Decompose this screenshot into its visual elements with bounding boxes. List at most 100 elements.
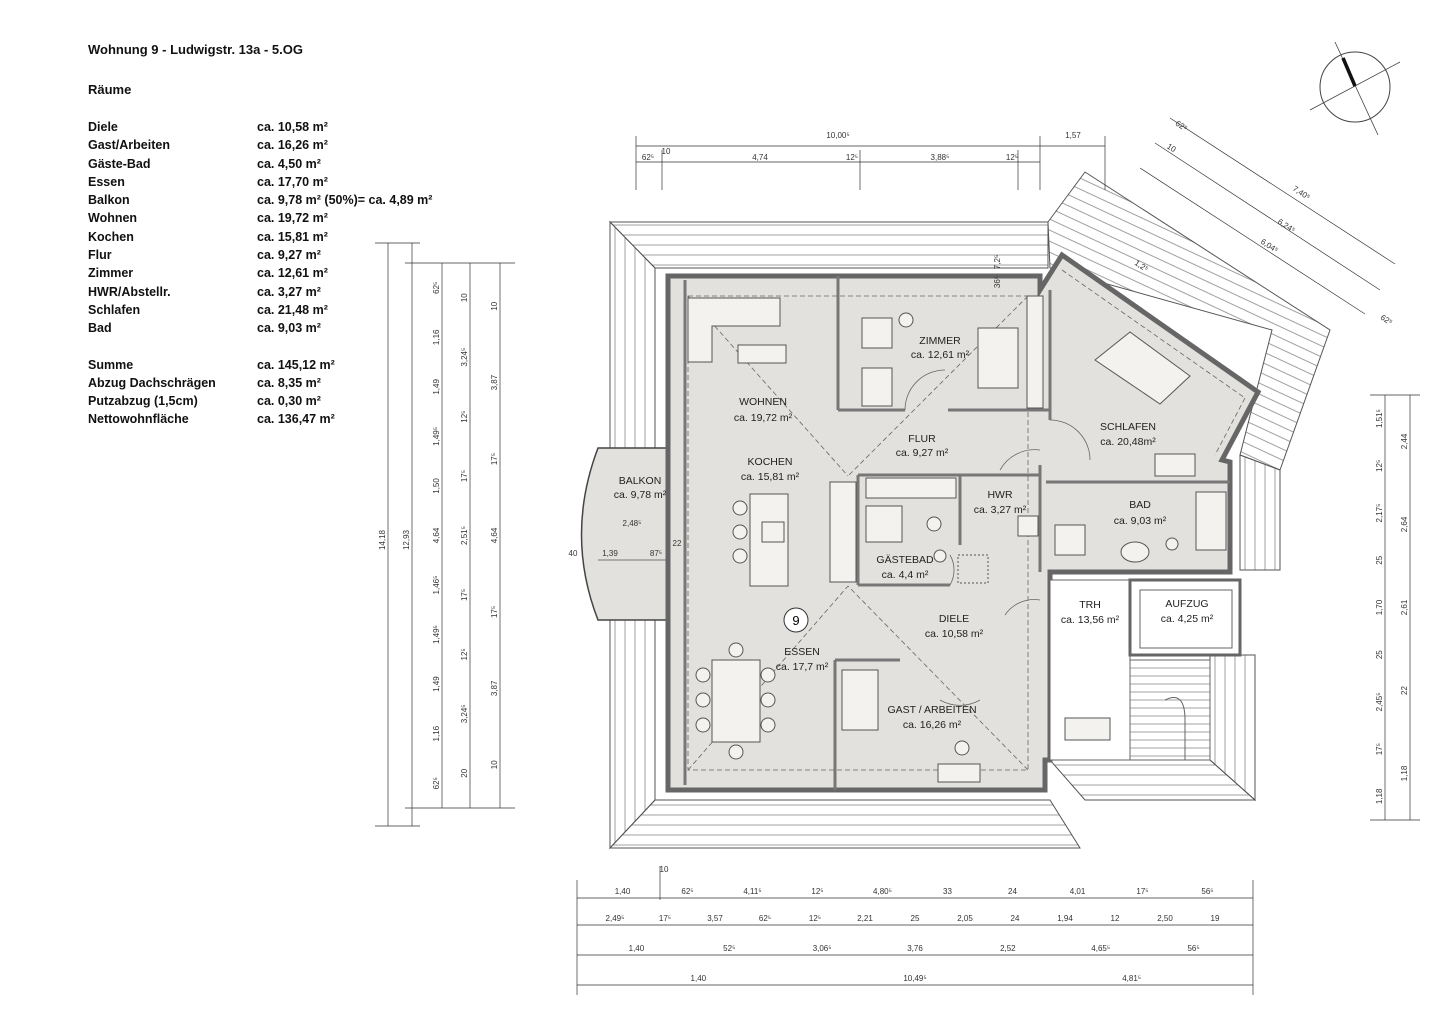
balcony <box>580 447 681 621</box>
dimension-value: 1,49⁵ <box>432 427 441 446</box>
roof-eaves <box>608 171 1331 850</box>
dimension-value: 1,50 <box>432 478 441 494</box>
dimension-value: 1,70 <box>1375 599 1384 615</box>
svg-text:62⁵: 62⁵ <box>642 153 654 162</box>
dimension-value: 1,49⁵ <box>432 625 441 644</box>
dimension-value: 12⁵ <box>811 887 823 896</box>
dimension-value: 10 <box>490 760 499 769</box>
dimension-value: 62⁵ <box>432 777 441 789</box>
label-bad: BAD <box>1129 499 1151 511</box>
label-balkon-area: ca. 9,78 m² <box>614 489 667 501</box>
dimension-value: 10 <box>490 301 499 310</box>
label-gast: GAST / ARBEITEN <box>887 704 976 716</box>
dimension-value: 10,49⁵ <box>903 974 926 983</box>
label-trh-area: ca. 13,56 m² <box>1061 614 1120 626</box>
dimension-value: 1,40 <box>629 944 645 953</box>
summary-area: ca. 136,47 m² <box>257 412 335 427</box>
dimension-value: 1,40 <box>615 887 631 896</box>
room-area: ca. 3,27 m² <box>257 284 321 299</box>
room-area: ca. 15,81 m² <box>257 229 328 244</box>
dimension-value: 1,46⁵ <box>432 576 441 595</box>
dimension-value: 3,24⁵ <box>460 348 469 367</box>
label-flur: FLUR <box>908 433 936 445</box>
furniture <box>687 295 1227 783</box>
dimension-chain-diagonal <box>1139 117 1396 315</box>
north-arrow <box>1309 41 1401 136</box>
room-name: Diele <box>88 120 118 134</box>
dimension-value: 1,51⁵ <box>1375 409 1384 428</box>
dimension-text-top: 10,00⁵ 1,57 62⁵ 10 4,74 12⁵ 3,88⁵ 12⁵ <box>642 131 1081 162</box>
summary-name: Nettowohnfläche <box>88 412 189 427</box>
summary-name: Summe <box>88 357 134 372</box>
dimension-value: 1,94 <box>1057 914 1073 923</box>
dimension-value: 17⁵ <box>1375 743 1384 755</box>
label-balkon: BALKON <box>619 475 662 487</box>
dimension-value: 56⁵ <box>1187 944 1199 953</box>
dimension-value: 2,61 <box>1400 599 1409 615</box>
dimension-value: 12⁵ <box>460 411 469 423</box>
dimension-value: 62⁵ <box>759 914 771 923</box>
room-area: ca. 21,48 m² <box>257 302 328 317</box>
svg-text:36⁵: 36⁵ <box>993 276 1002 288</box>
svg-text:62⁵: 62⁵ <box>1174 119 1189 133</box>
dimension-value: 1,49 <box>432 379 441 395</box>
svg-text:6,24⁵: 6,24⁵ <box>1276 217 1297 235</box>
svg-text:62⁵: 62⁵ <box>1379 313 1394 327</box>
dimension-value: 12 <box>1111 914 1120 923</box>
dimension-value: 2,50 <box>1157 914 1173 923</box>
sheet-title: Wohnung 9 - Ludwigstr. 13a - 5.OG <box>88 42 303 57</box>
dimension-value: 1,16 <box>432 329 441 345</box>
dimension-chain-bottom <box>576 866 1254 995</box>
label-aufzug-area: ca. 4,25 m² <box>1161 613 1214 625</box>
dimension-value: 62⁵ <box>432 282 441 294</box>
dimension-value: 3,24⁵ <box>460 704 469 723</box>
dimension-value: 4,80⁵ <box>873 887 892 896</box>
svg-text:10: 10 <box>662 147 671 156</box>
dimension-value: 2,21 <box>857 914 873 923</box>
dimension-value: 3,06⁵ <box>813 944 832 953</box>
room-area: ca. 12,61 m² <box>257 266 328 281</box>
summary-row: Putzabzug (1,5cm)ca. 0,30 m² <box>88 392 508 410</box>
dimension-text-right: 1,51⁵12⁵2,17⁵251,70252,45⁵17⁵1,182,442,6… <box>1375 409 1409 804</box>
label-kochen-area: ca. 15,81 m² <box>741 471 800 483</box>
svg-text:7,2⁵: 7,2⁵ <box>993 255 1002 269</box>
room-name: Zimmer <box>88 266 134 281</box>
label-essen: ESSEN <box>784 646 820 658</box>
svg-text:1,57: 1,57 <box>1065 131 1081 140</box>
room-area: ca. 17,70 m² <box>257 174 328 189</box>
svg-text:4,74: 4,74 <box>752 153 768 162</box>
balcony-dimensions: 2,48⁵ 40 1,39 87⁵ 22 <box>569 519 682 558</box>
apartment-number-badge: 9 <box>783 607 809 633</box>
door-swings <box>904 369 1091 706</box>
dimension-value: 17⁵ <box>460 470 469 482</box>
label-bad-area: ca. 9,03 m² <box>1114 515 1167 527</box>
summary-area: ca. 0,30 m² <box>257 394 321 409</box>
dimension-value: 3,57 <box>707 914 723 923</box>
label-zimmer: ZIMMER <box>919 335 961 347</box>
svg-text:2,48⁵: 2,48⁵ <box>623 519 642 528</box>
dimension-value: 56⁵ <box>1201 887 1213 896</box>
label-gast-area: ca. 16,26 m² <box>903 719 962 731</box>
dimension-value: 17⁵ <box>659 914 671 923</box>
svg-text:14,18: 14,18 <box>378 529 387 550</box>
dimension-value: 22 <box>1400 686 1409 695</box>
svg-text:12⁵: 12⁵ <box>1006 153 1018 162</box>
dimension-value: 2,05 <box>957 914 973 923</box>
room-labels: WOHNEN ca. 19,72 m² ZIMMER ca. 12,61 m² … <box>614 335 1214 731</box>
label-diele: DIELE <box>939 613 969 625</box>
dimension-text-left: 14,18 12,93 62⁵1,161,491,49⁵1,504,641,46… <box>378 282 499 790</box>
label-hwr-area: ca. 3,27 m² <box>974 504 1027 516</box>
dimension-value: 2,45⁵ <box>1375 692 1384 711</box>
svg-text:40: 40 <box>569 549 578 558</box>
